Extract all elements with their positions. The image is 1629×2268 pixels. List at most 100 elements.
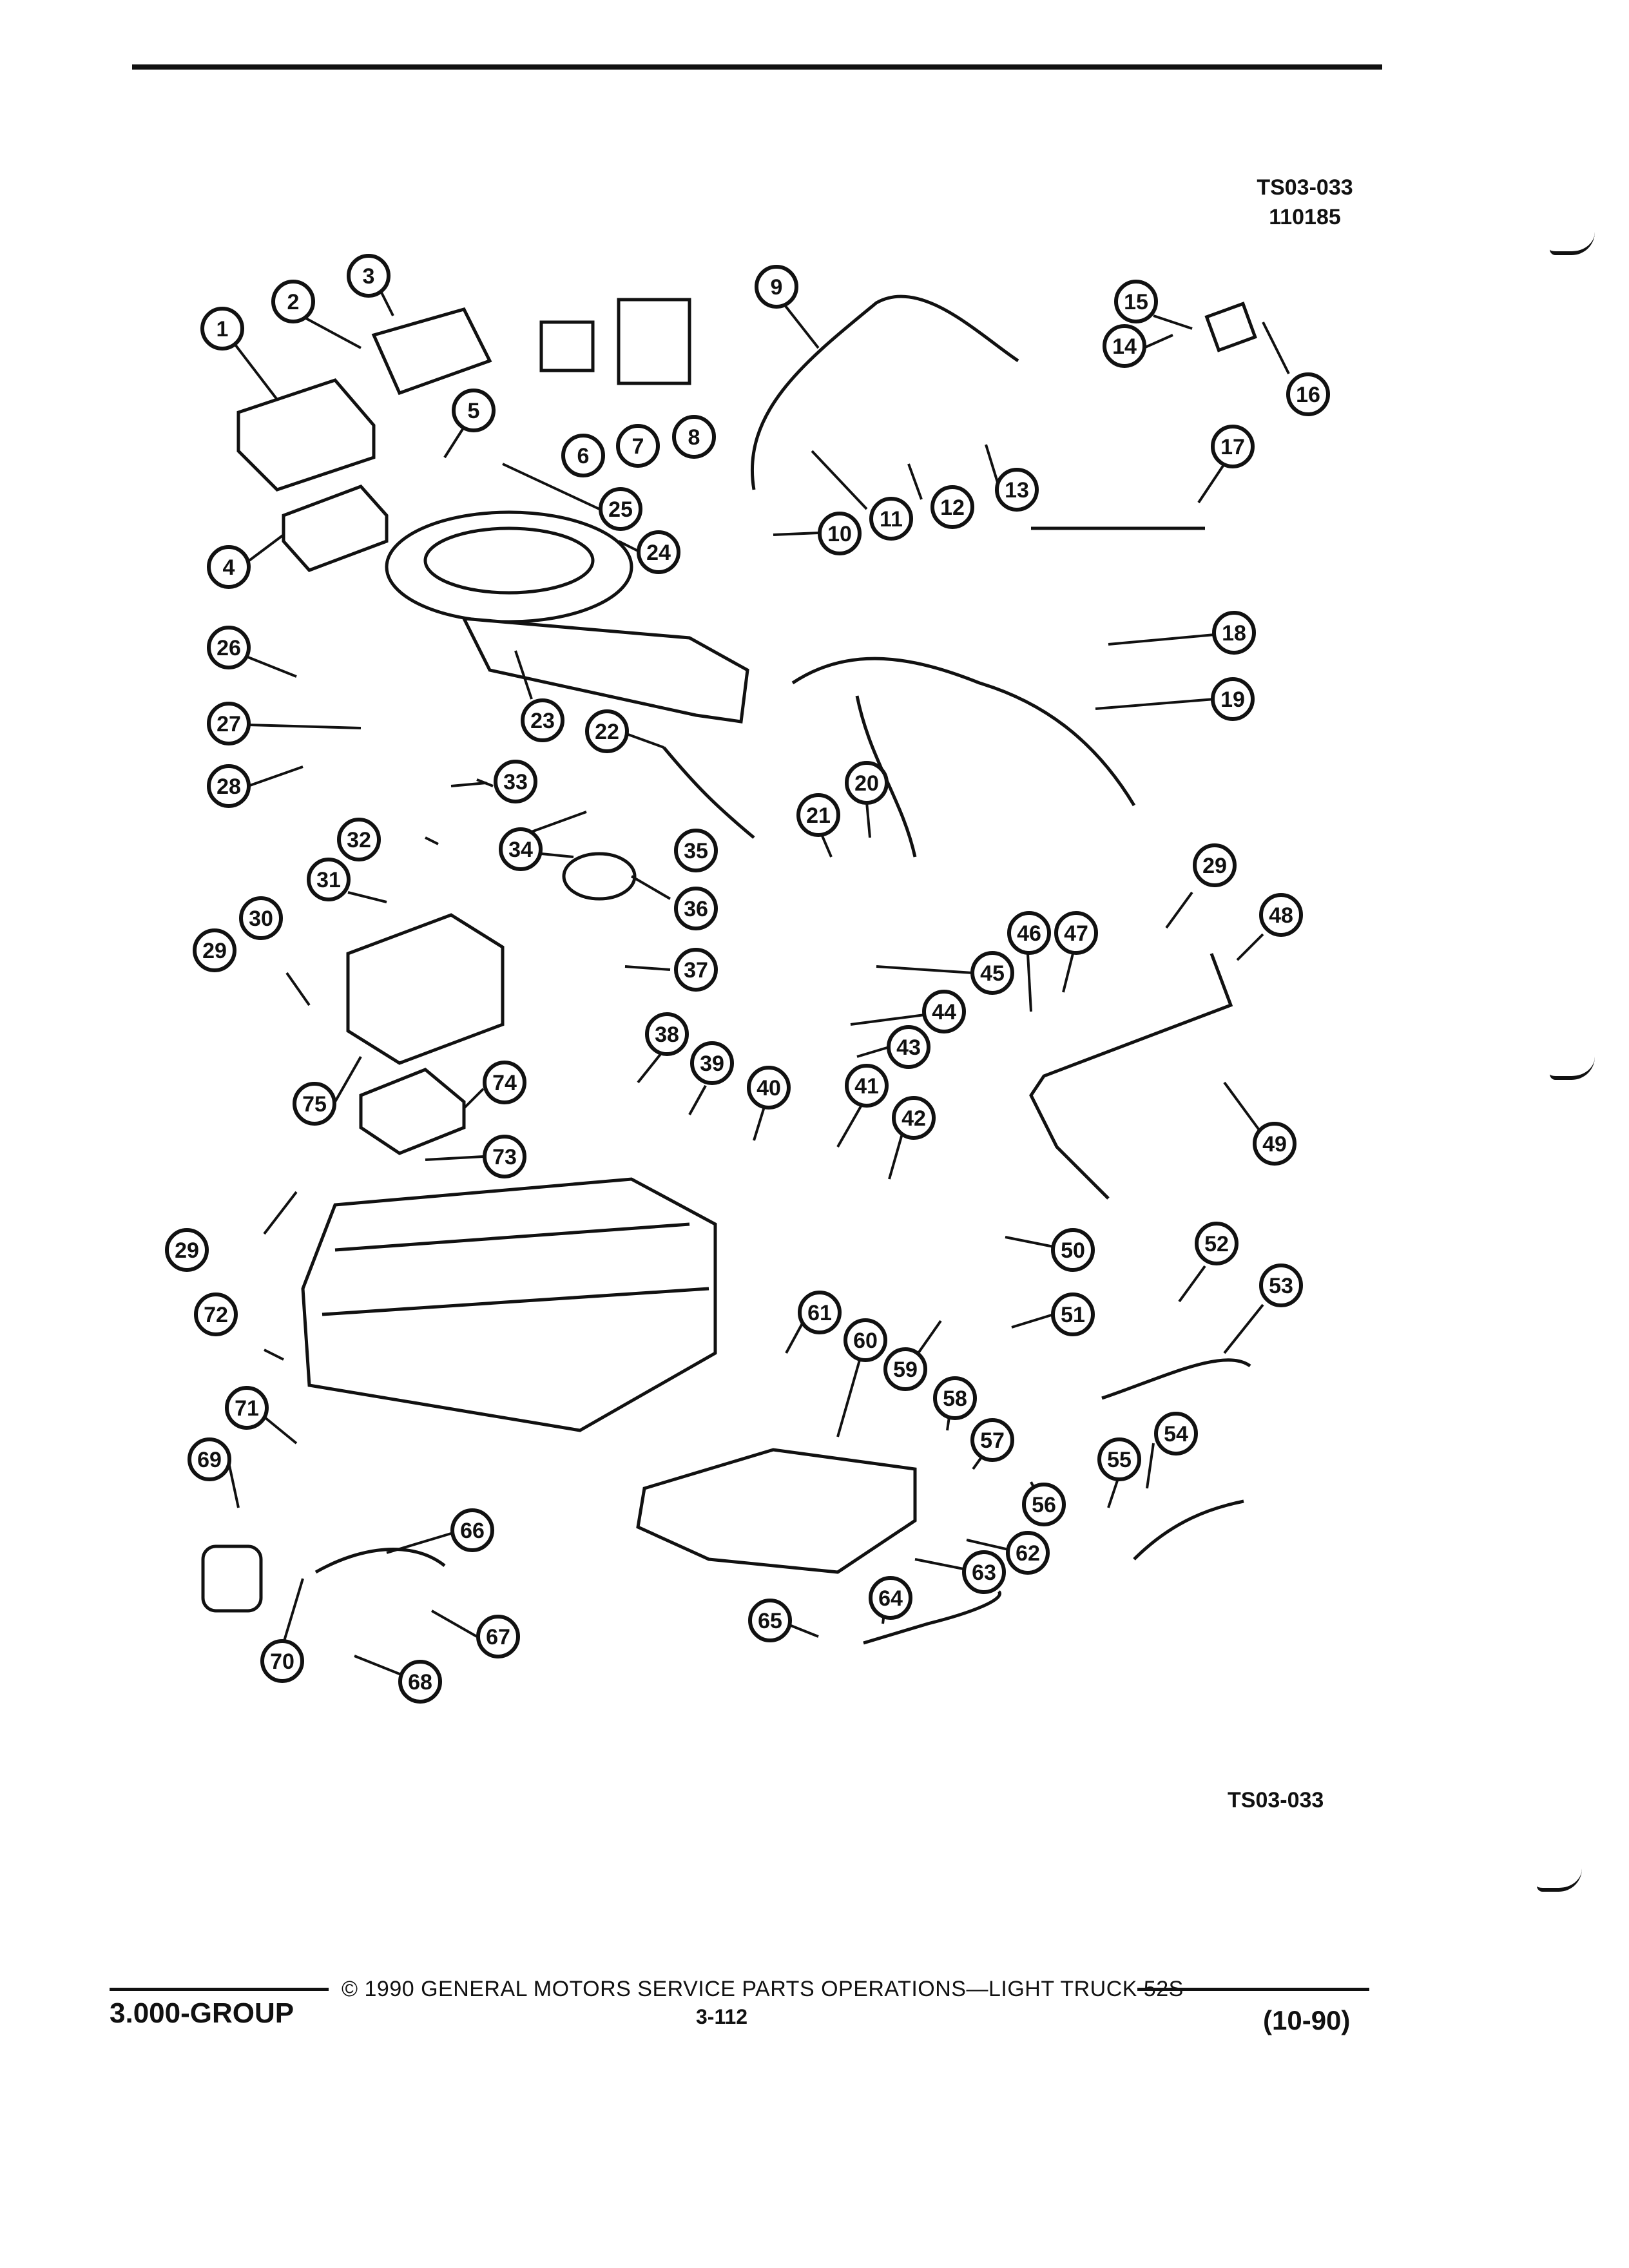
footer-rule-right (1137, 1988, 1369, 1991)
svg-text:15: 15 (1124, 290, 1148, 314)
callout-29-c: 29 (165, 1228, 209, 1272)
callout-42: 42 (892, 1096, 936, 1140)
part-24-lid (423, 526, 595, 595)
svg-text:30: 30 (249, 907, 273, 931)
callout-58: 58 (933, 1376, 977, 1420)
svg-text:74: 74 (492, 1071, 517, 1095)
callout-7: 7 (616, 424, 660, 468)
engine-detail-lines (322, 1222, 709, 1316)
part-19-harness (791, 657, 1136, 807)
callout-70: 70 (260, 1639, 304, 1683)
svg-text:23: 23 (530, 709, 555, 733)
svg-text:9: 9 (771, 275, 783, 300)
callout-28: 28 (207, 764, 251, 808)
svg-text:54: 54 (1164, 1422, 1188, 1446)
callout-44: 44 (922, 990, 966, 1033)
callout-8: 8 (672, 415, 716, 459)
svg-text:64: 64 (878, 1586, 903, 1611)
svg-text:36: 36 (684, 897, 708, 921)
svg-text:31: 31 (316, 868, 341, 892)
callout-71: 71 (225, 1386, 269, 1430)
svg-text:39: 39 (700, 1052, 724, 1076)
callout-17: 17 (1211, 425, 1255, 468)
footer-revision-date: (10-90) (1263, 2005, 1351, 2035)
svg-text:68: 68 (408, 1670, 432, 1695)
svg-text:18: 18 (1222, 621, 1246, 646)
svg-text:24: 24 (646, 541, 671, 565)
svg-text:11: 11 (880, 507, 903, 532)
part-67-strap (314, 1548, 446, 1574)
callout-45: 45 (970, 951, 1014, 995)
callout-24: 24 (637, 530, 680, 574)
svg-text:25: 25 (608, 497, 633, 522)
part-69-filter (201, 1544, 263, 1613)
callout-13: 13 (995, 468, 1039, 512)
callout-12: 12 (930, 485, 974, 529)
part-illustrations (201, 294, 1257, 1645)
svg-text:50: 50 (1061, 1238, 1085, 1263)
callout-33: 33 (494, 760, 537, 803)
part-6-relay (539, 320, 595, 372)
part-64-sensor (863, 1590, 1001, 1645)
callout-21: 21 (796, 793, 840, 837)
svg-text:46: 46 (1017, 921, 1041, 946)
callout-18: 18 (1212, 611, 1256, 655)
callout-68: 68 (398, 1660, 442, 1704)
svg-text:5: 5 (468, 399, 480, 423)
footer-group: 3.000-GROUP (110, 1997, 294, 2029)
svg-text:48: 48 (1269, 903, 1293, 928)
callout-56: 56 (1022, 1483, 1066, 1526)
callout-51: 51 (1051, 1293, 1095, 1336)
callout-15: 15 (1114, 280, 1158, 323)
callout-36: 36 (674, 887, 718, 930)
svg-text:66: 66 (460, 1519, 485, 1543)
callout-69: 69 (188, 1437, 231, 1481)
svg-text:33: 33 (503, 770, 528, 794)
callout-49: 49 (1253, 1122, 1296, 1166)
callout-39: 39 (690, 1041, 734, 1085)
svg-text:40: 40 (757, 1076, 781, 1100)
callout-11: 11 (869, 497, 913, 541)
callout-61: 61 (798, 1291, 842, 1334)
part-23-duct (461, 617, 749, 724)
part-74-gasket (359, 1068, 466, 1155)
part-2-bracket (371, 307, 492, 396)
callout-16: 16 (1286, 372, 1330, 416)
callout-46: 46 (1007, 911, 1051, 955)
svg-text:32: 32 (347, 828, 371, 852)
svg-text:16: 16 (1296, 383, 1320, 407)
callout-10: 10 (818, 512, 862, 555)
svg-text:19: 19 (1220, 687, 1245, 712)
callout-67: 67 (476, 1615, 520, 1658)
callout-26: 26 (207, 626, 251, 669)
part-48-pipe (1029, 953, 1233, 1200)
svg-text:42: 42 (901, 1106, 926, 1131)
svg-text:43: 43 (896, 1035, 921, 1060)
svg-text:7: 7 (632, 434, 644, 459)
callout-20: 20 (845, 761, 889, 805)
svg-text:29: 29 (1202, 854, 1227, 878)
svg-text:59: 59 (893, 1358, 918, 1382)
svg-text:65: 65 (758, 1609, 782, 1633)
svg-text:20: 20 (854, 771, 879, 796)
top-rule (132, 64, 1382, 70)
svg-text:61: 61 (807, 1301, 832, 1325)
svg-text:17: 17 (1220, 435, 1245, 459)
callout-75: 75 (293, 1082, 336, 1126)
callout-52: 52 (1195, 1222, 1239, 1265)
callout-9: 9 (755, 265, 798, 309)
callout-3: 3 (347, 254, 390, 298)
svg-text:51: 51 (1061, 1303, 1085, 1327)
svg-text:8: 8 (688, 425, 700, 450)
callout-6: 6 (561, 434, 605, 477)
svg-text:3: 3 (363, 264, 375, 289)
svg-text:26: 26 (217, 636, 241, 660)
svg-text:52: 52 (1204, 1232, 1229, 1256)
figure-reference: TS03-033 110185 (1224, 173, 1385, 232)
callout-57: 57 (970, 1418, 1014, 1462)
callout-60: 60 (843, 1318, 887, 1362)
part-9-harness (750, 294, 1019, 490)
callout-29-a: 29 (1193, 843, 1237, 887)
callout-34: 34 (499, 827, 543, 871)
part-36-egr-valve (562, 852, 637, 901)
